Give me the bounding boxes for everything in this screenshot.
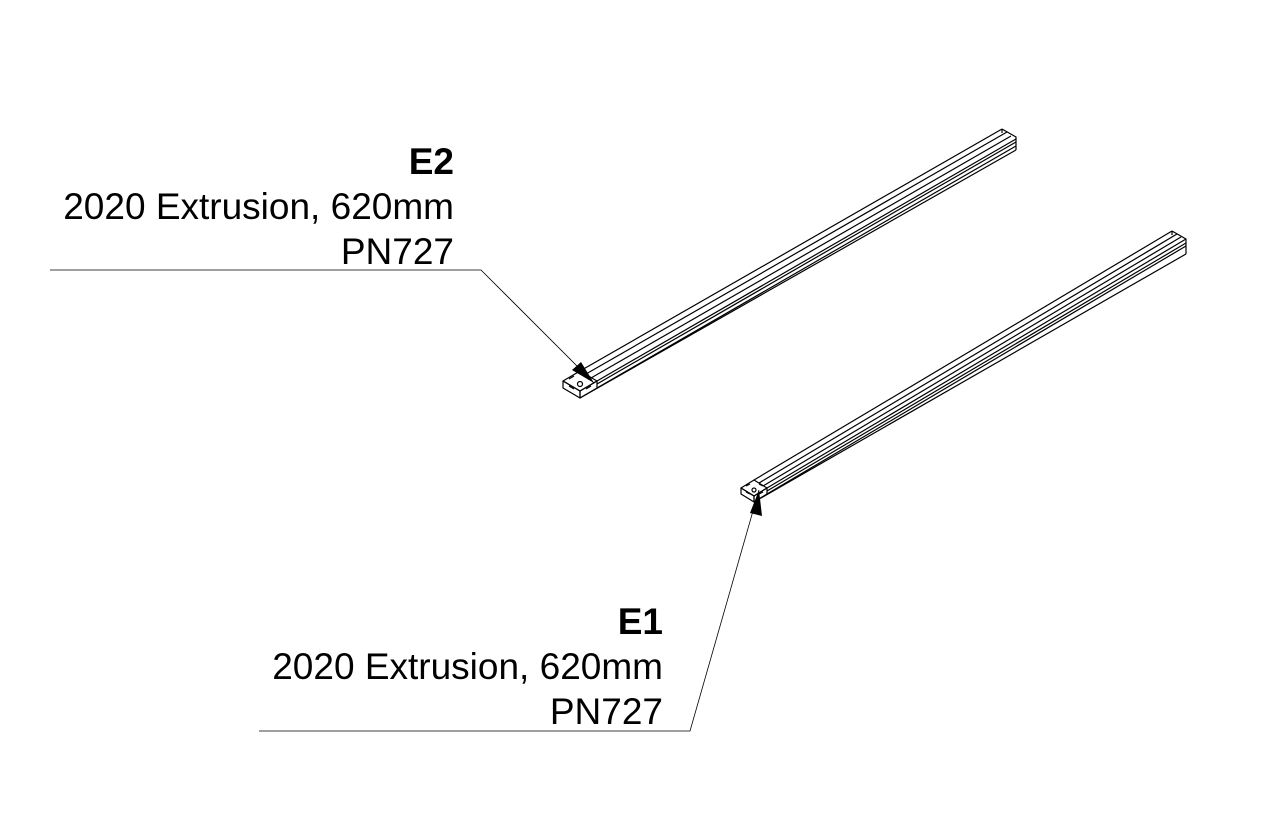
- callout-e2: E2 2020 Extrusion, 620mm PN727: [63, 139, 454, 274]
- callout-part-number: PN727: [340, 231, 454, 272]
- callout-description: 2020 Extrusion, 620mm: [63, 186, 454, 227]
- extrusion-e1: [740, 230, 1187, 503]
- callout-id: E1: [617, 601, 663, 642]
- callout-id: E2: [408, 141, 454, 182]
- callout-part-number: PN727: [549, 691, 663, 732]
- extrusion-e2: [562, 128, 1017, 399]
- leader-e1: [259, 489, 762, 732]
- callout-description: 2020 Extrusion, 620mm: [272, 646, 663, 687]
- leader-e2: [50, 269, 595, 384]
- callout-e1: E1 2020 Extrusion, 620mm PN727: [272, 599, 663, 734]
